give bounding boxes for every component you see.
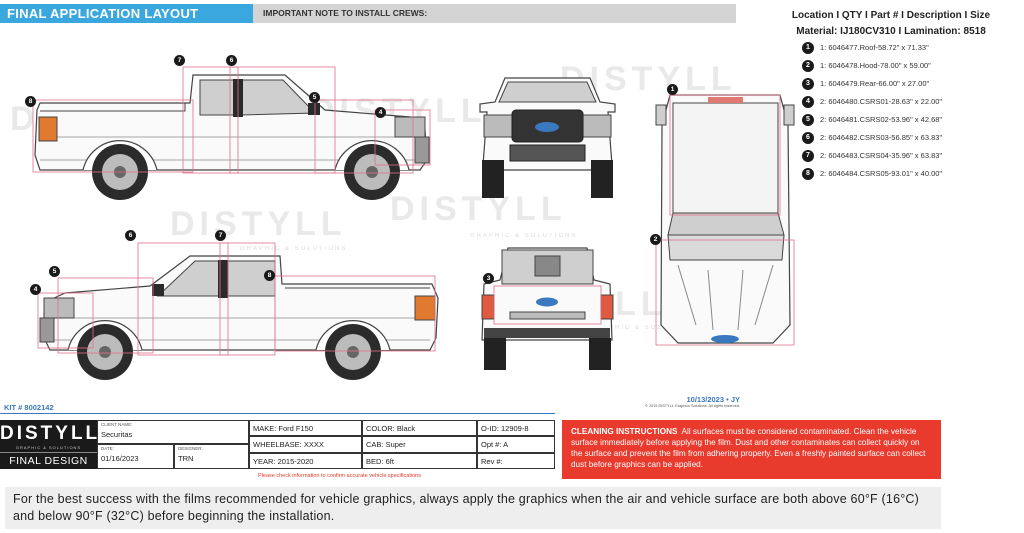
callout-badge: 7 <box>174 55 185 66</box>
callout-badge: 3 <box>802 78 814 91</box>
copyright: © 2019 DISTYLL Graphics Solutions. All r… <box>645 404 740 408</box>
callout-badge: 1 <box>667 84 678 95</box>
legend-item-text: 2: 6046484.CSRS05-93.01" x 40.00" <box>820 169 943 178</box>
cleaning-body: All surfaces must be considered contamin… <box>571 427 926 469</box>
designer-name: TRN <box>178 454 194 463</box>
cleaning-title: CLEANING INSTRUCTIONS <box>571 427 678 436</box>
cleaning-instructions: CLEANING INSTRUCTIONS All surfaces must … <box>562 420 941 479</box>
truck-front-view <box>479 77 616 198</box>
legend-item-text: 2: 6046481.CSRS02-53.96" x 42.68" <box>820 115 943 124</box>
client-label: CLIENT NAME: <box>101 422 133 427</box>
callout-badge: 4 <box>375 107 386 118</box>
temperature-note: For the best success with the films reco… <box>5 487 941 529</box>
truck-rear-view <box>481 247 614 370</box>
legend-item: 1 1: 6046477.Roof-58.72" x 71.33" <box>802 41 929 55</box>
legend-item-text: 2: 6046482.CSRS03-56.85" x 63.83" <box>820 133 943 142</box>
callout-badge: 1 <box>802 42 814 55</box>
client-cell: CLIENT NAME: Securitas <box>97 420 249 444</box>
vehicle-year: YEAR: 2015-2020 <box>249 453 362 469</box>
callout-badge: 5 <box>309 92 320 103</box>
callout-badge: 6 <box>125 230 136 241</box>
legend-item: 5 2: 6046481.CSRS02-53.96" x 42.68" <box>802 113 942 127</box>
callout-badge: 3 <box>483 273 494 284</box>
callout-badge: 6 <box>226 55 237 66</box>
watermark: DISTYLL <box>390 190 567 228</box>
watermark: DISTYLL <box>170 205 347 243</box>
legend-item: 3 1: 6046479.Rear-66.00" x 27.00" <box>802 77 929 91</box>
logo-tagline: GRAPHIC & SOLUTIONS <box>15 445 82 450</box>
client-name: Securitas <box>101 430 133 439</box>
legend-heading: Location I QTY I Part # I Description I … <box>791 10 991 21</box>
designer-label: DESIGNER: <box>178 446 203 451</box>
legend-material: Material: IJ180CV310 I Lamination: 8518 <box>796 26 986 37</box>
legend-item-text: 2: 6046483.CSRS04-35.96" x 63.83" <box>820 151 943 160</box>
watermark-tagline: GRAPHIC & SOLUTIONS <box>240 246 348 252</box>
callout-badge: 4 <box>30 284 41 295</box>
vehicle-make: MAKE: Ford F150 <box>249 420 362 436</box>
callout-badge: 8 <box>802 168 814 181</box>
callout-badge: 2 <box>650 234 661 245</box>
install-note-label: IMPORTANT NOTE TO INSTALL CREWS: <box>253 4 736 23</box>
design-date: 01/16/2023 <box>101 454 139 463</box>
legend-item: 7 2: 6046483.CSRS04-35.96" x 63.83" <box>802 149 942 163</box>
callout-badge: 8 <box>264 270 275 281</box>
layout-title: FINAL APPLICATION LAYOUT <box>0 4 253 23</box>
legend-item-text: 1: 6046478.Hood-78.00" x 59.00" <box>820 61 931 70</box>
legend-item-text: 1: 6046477.Roof-58.72" x 71.33" <box>820 43 929 52</box>
spec-warning: Please check information to confirm accu… <box>258 473 421 479</box>
kit-number: KIT # 8002142 <box>4 403 54 412</box>
truck-top-view <box>655 94 795 346</box>
legend-item: 6 2: 6046482.CSRS03-56.85" x 63.83" <box>802 131 942 145</box>
callout-badge: 4 <box>802 96 814 109</box>
order-id: O-ID: 12909-8 <box>477 420 555 436</box>
date-label: DATE: <box>101 446 114 451</box>
divider <box>0 413 555 414</box>
callout-badge: 6 <box>802 132 814 145</box>
revision-number: Rev #: <box>477 453 555 469</box>
legend-item-text: 2: 6046480.CSRS01-28.63" x 22.00" <box>820 97 943 106</box>
designer-cell: DESIGNER: TRN <box>174 444 249 469</box>
truck-side-view-left <box>37 242 439 380</box>
watermark-tagline: GRAPHIC & SOLUTIONS <box>590 325 698 331</box>
callout-badge: 5 <box>802 114 814 127</box>
date-cell: DATE: 01/16/2023 <box>97 444 174 469</box>
option-number: Opt #: A <box>477 436 555 453</box>
design-stage: FINAL DESIGN <box>0 452 97 470</box>
company-logo: DISTYLL <box>0 423 101 444</box>
legend-item: 4 2: 6046480.CSRS01-28.63" x 22.00" <box>802 95 942 109</box>
callout-badge: 7 <box>215 230 226 241</box>
vehicle-color: COLOR: Black <box>362 420 477 436</box>
truck-side-view-right <box>32 66 431 200</box>
vehicle-wheelbase: WHEELBASE: XXXX <box>249 436 362 453</box>
callout-badge: 2 <box>802 60 814 73</box>
callout-badge: 7 <box>802 150 814 163</box>
logo-block <box>0 420 97 469</box>
legend-item: 8 2: 6046484.CSRS05-93.01" x 40.00" <box>802 167 942 181</box>
callout-badge: 5 <box>49 266 60 277</box>
watermark-tagline: GRAPHIC & SOLUTIONS <box>470 233 578 239</box>
callout-badge: 8 <box>25 96 36 107</box>
design-date-line: 10/13/2023 • JY <box>686 395 740 404</box>
legend-item-text: 1: 6046479.Rear-66.00" x 27.00" <box>820 79 930 88</box>
vehicle-bed: BED: 6ft <box>362 453 477 469</box>
vehicle-cab: CAB: Super <box>362 436 477 453</box>
legend-item: 2 1: 6046478.Hood-78.00" x 59.00" <box>802 59 931 73</box>
